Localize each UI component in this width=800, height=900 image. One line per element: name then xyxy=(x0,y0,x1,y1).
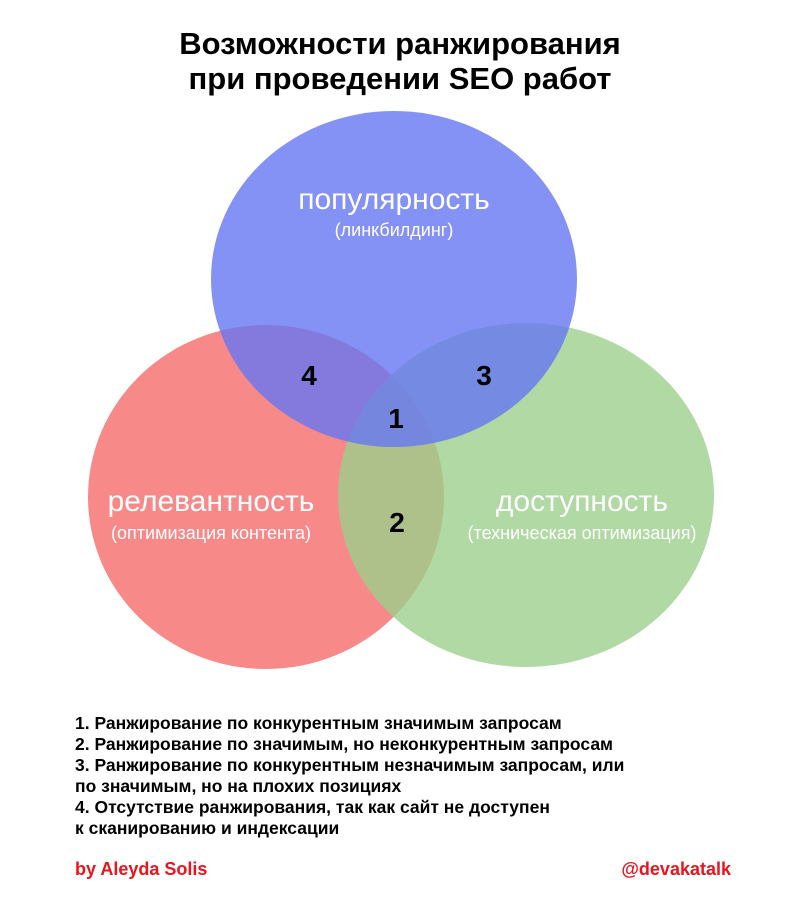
title-line-1: Возможности ранжирования xyxy=(179,26,621,61)
region-number-4: 4 xyxy=(301,360,317,391)
region-number-2: 2 xyxy=(389,507,405,538)
region-number-1: 1 xyxy=(388,403,404,434)
circle-label-accessibility: доступность xyxy=(496,485,668,518)
diagram-title: Возможности ранжирования при проведении … xyxy=(0,26,800,96)
legend-notes: 1. Ранжирование по конкурентным значимым… xyxy=(75,713,775,839)
note-item-3: 3. Ранжирование по конкурентным незначим… xyxy=(75,755,625,796)
circle-label-popularity: популярность xyxy=(298,183,490,216)
circle-sub-accessibility: (техническая оптимизация) xyxy=(468,523,697,543)
note-item-4: 4. Отсутствие ранжирования, так как сайт… xyxy=(75,797,550,838)
circle-popularity xyxy=(211,111,577,447)
circle-sub-popularity: (линкбилдинг) xyxy=(335,220,454,240)
handle-credit: @devakatalk xyxy=(621,859,731,879)
title-line-2: при проведении SEO работ xyxy=(188,61,612,96)
note-item-1: 1. Ранжирование по конкурентным значимым… xyxy=(75,713,562,733)
circle-label-relevance: релевантность xyxy=(108,485,315,518)
venn-circles xyxy=(88,111,714,669)
region-number-3: 3 xyxy=(476,360,492,391)
circle-sub-relevance: (оптимизация контента) xyxy=(111,523,311,543)
author-credit: by Aleyda Solis xyxy=(75,859,208,879)
note-item-2: 2. Ранжирование по значимым, но неконкур… xyxy=(75,734,613,754)
